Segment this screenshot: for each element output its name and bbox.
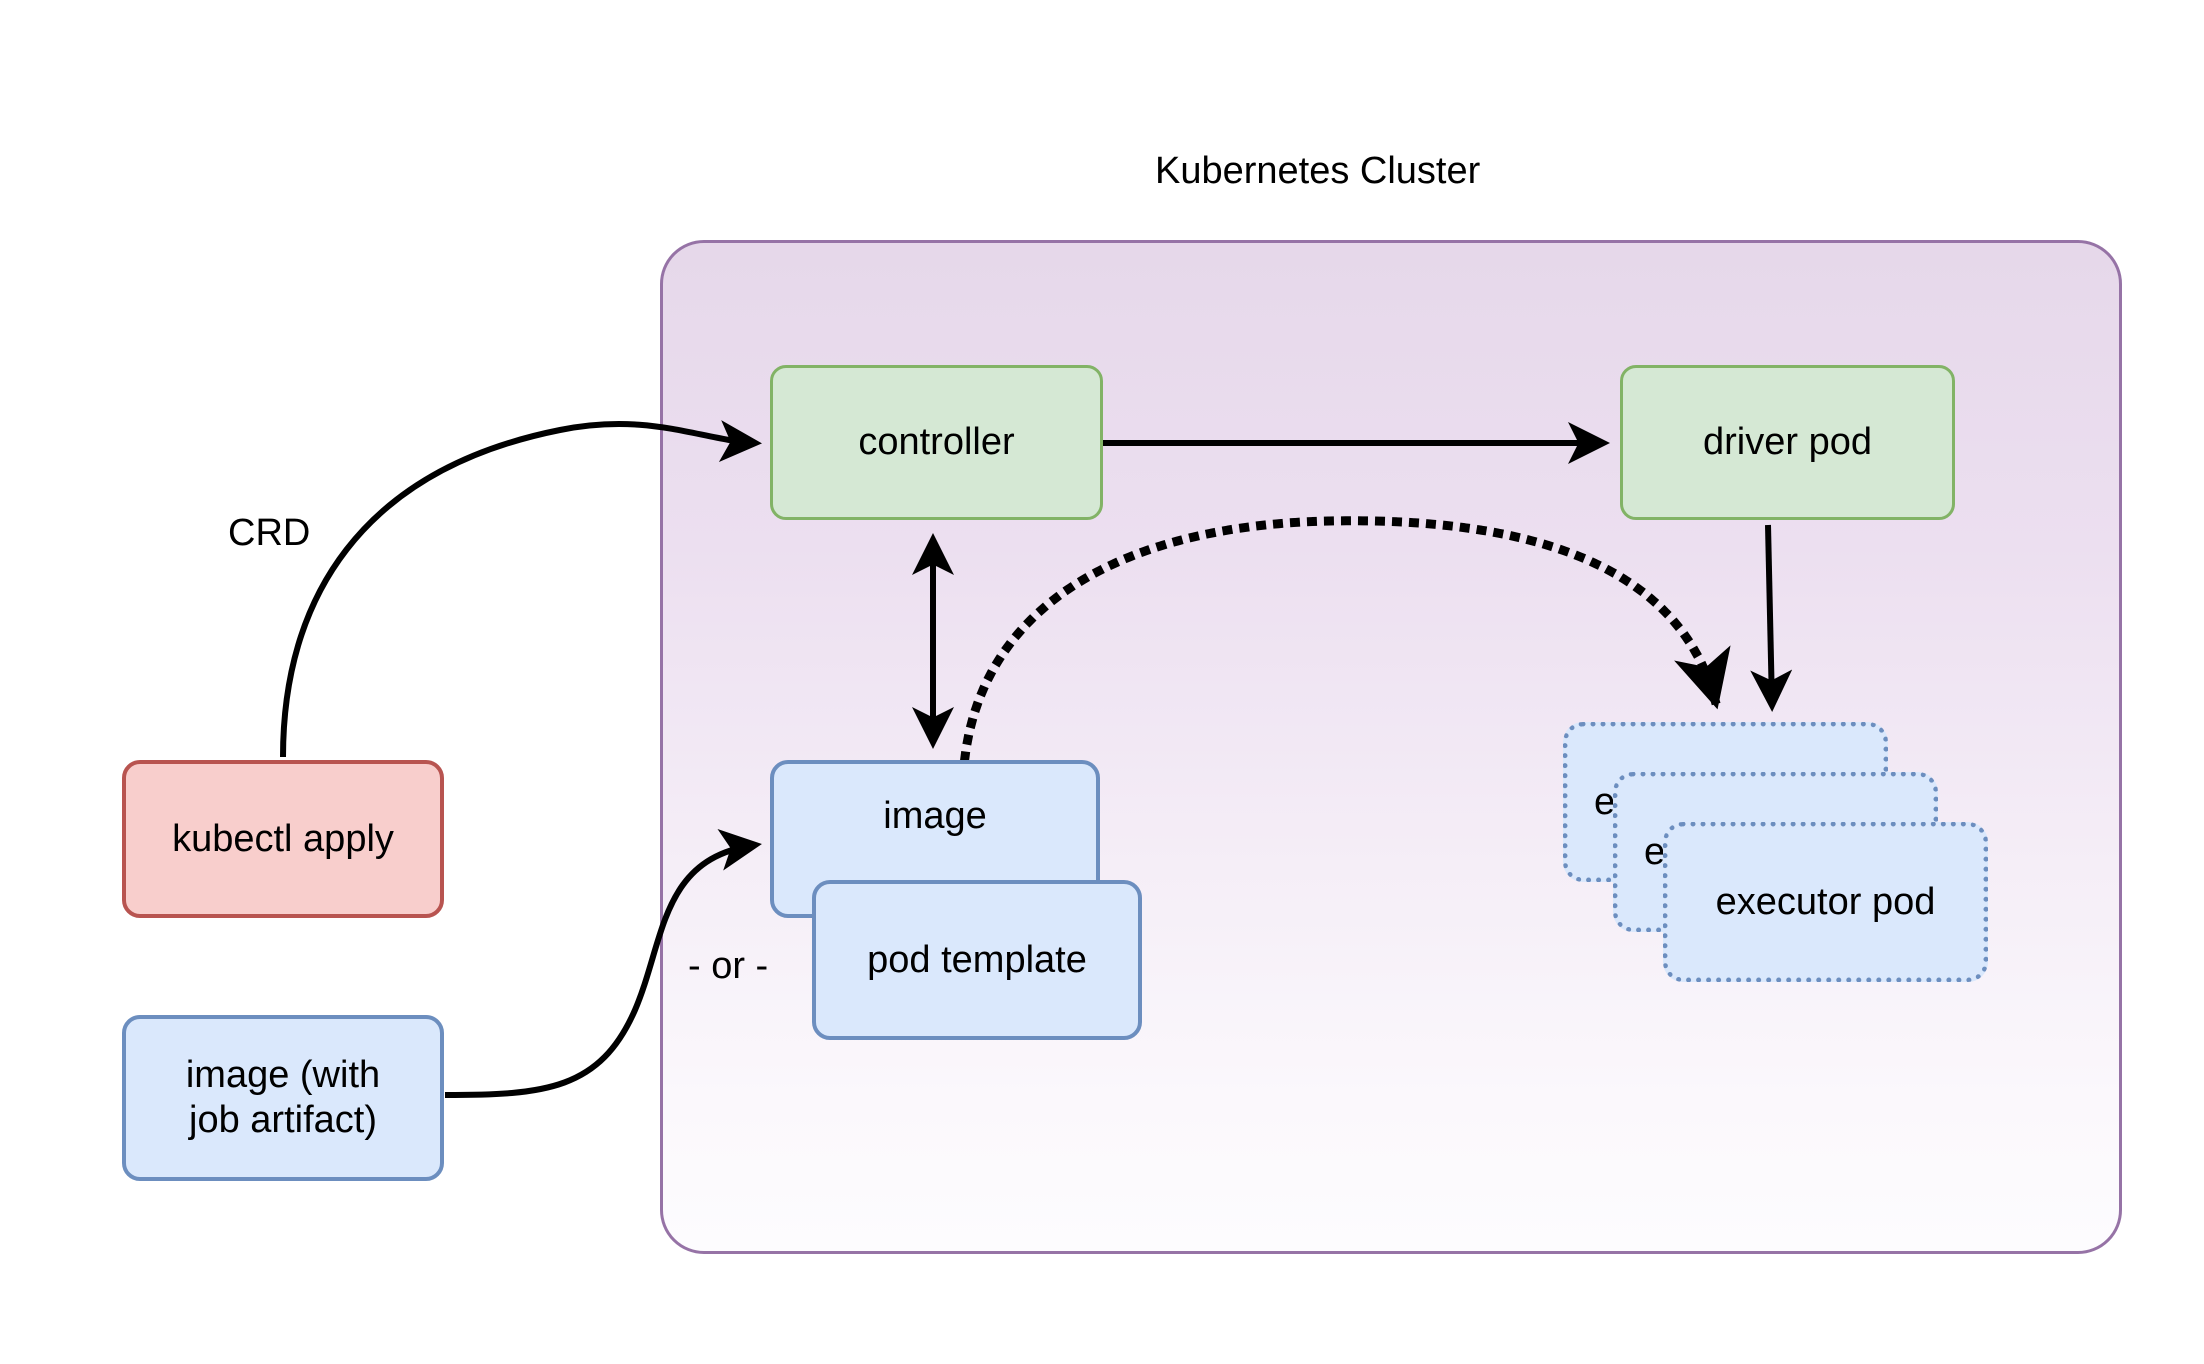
node-image-artifact-line1: image (with bbox=[185, 1054, 381, 1097]
node-kubectl-apply-label: kubectl apply bbox=[172, 817, 394, 860]
node-pod-template[interactable]: pod template bbox=[812, 880, 1142, 1040]
edge-label-or: - or - bbox=[688, 945, 769, 987]
node-driver-pod-label: driver pod bbox=[1703, 421, 1872, 464]
node-controller[interactable]: controller bbox=[770, 365, 1103, 520]
node-pod-template-label: pod template bbox=[867, 938, 1087, 981]
node-image-artifact-line2: job artifact) bbox=[189, 1099, 377, 1141]
node-image-with-job-artifact[interactable]: image (with job artifact) bbox=[122, 1015, 444, 1181]
node-executor-pod-front-label: executor pod bbox=[1715, 880, 1936, 923]
node-driver-pod[interactable]: driver pod bbox=[1620, 365, 1955, 520]
node-executor-pod-front[interactable]: executor pod bbox=[1663, 822, 1988, 982]
node-kubectl-apply[interactable]: kubectl apply bbox=[122, 760, 444, 918]
node-image-label: image bbox=[883, 795, 987, 837]
cluster-title: Kubernetes Cluster bbox=[1155, 150, 1481, 192]
edge-label-crd: CRD bbox=[228, 512, 311, 554]
node-controller-label: controller bbox=[858, 421, 1015, 464]
